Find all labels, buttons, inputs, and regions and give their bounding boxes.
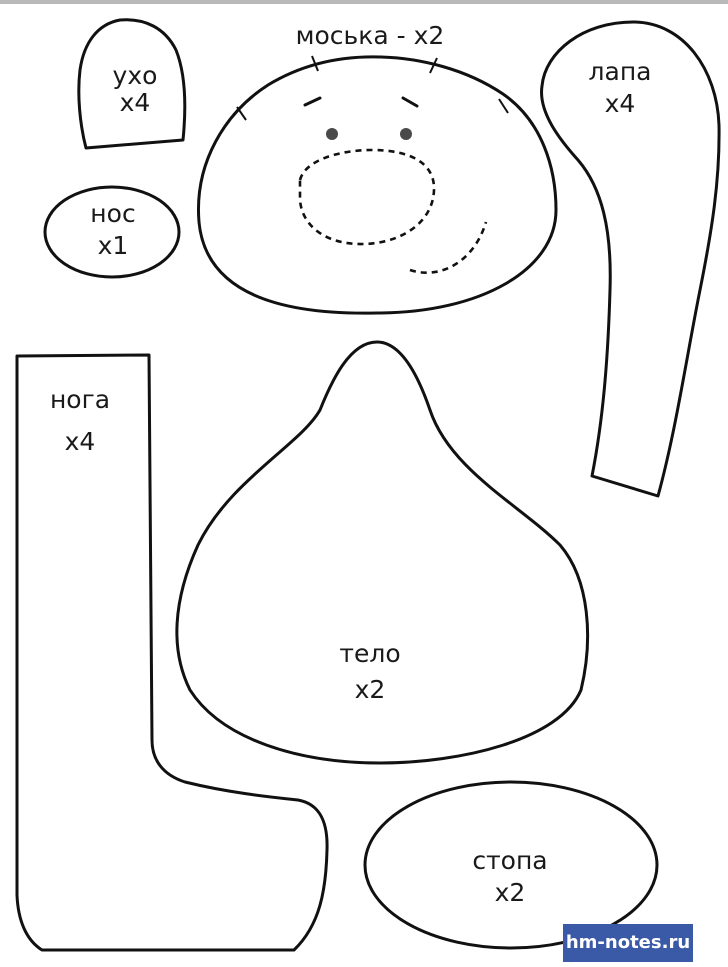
snout-stitch-line (298, 148, 436, 246)
paw-count: x4 (604, 89, 636, 118)
nose-outline (43, 185, 181, 279)
leg-label: нога x4 (30, 382, 130, 460)
muzzle-title: моська - х2 (295, 21, 445, 50)
body-name: тело (339, 639, 401, 668)
site-watermark: hm-notes.ru (563, 924, 693, 962)
foot-label: стопа x2 (455, 843, 565, 911)
left-eye (326, 128, 338, 140)
nose-label: нос x1 (68, 196, 158, 264)
foot-outline (363, 780, 659, 950)
seam-mark-1 (236, 106, 247, 121)
body-count: x2 (354, 675, 386, 704)
paw-name: лапа (588, 57, 652, 86)
ear-name: ухо (112, 61, 158, 90)
foot-count: x2 (494, 878, 526, 907)
body-outline (175, 340, 590, 765)
seam-mark-2 (311, 55, 319, 72)
body-label: тело x2 (320, 636, 420, 708)
nose-name: нос (90, 199, 136, 228)
ear-outline (77, 18, 187, 150)
leg-outline (15, 353, 329, 952)
leg-name: нога (49, 385, 111, 414)
foot-name: стопа (472, 846, 548, 875)
paw-outline (540, 20, 721, 498)
right-eyebrow (401, 96, 419, 108)
top-divider (0, 0, 728, 4)
muzzle-outline (196, 55, 558, 315)
ear-count: x4 (119, 88, 151, 117)
paw-label: лапа x4 (570, 54, 670, 122)
leg-count: x4 (64, 427, 96, 456)
seam-mark-4 (498, 98, 509, 114)
ear-label: ухо x4 (90, 58, 180, 121)
muzzle-label: моська - х2 (270, 18, 470, 54)
right-eye (400, 128, 412, 140)
smile-stitch-line (409, 221, 488, 275)
left-eyebrow (303, 96, 322, 107)
seam-mark-3 (429, 57, 438, 74)
nose-count: x1 (97, 231, 129, 260)
